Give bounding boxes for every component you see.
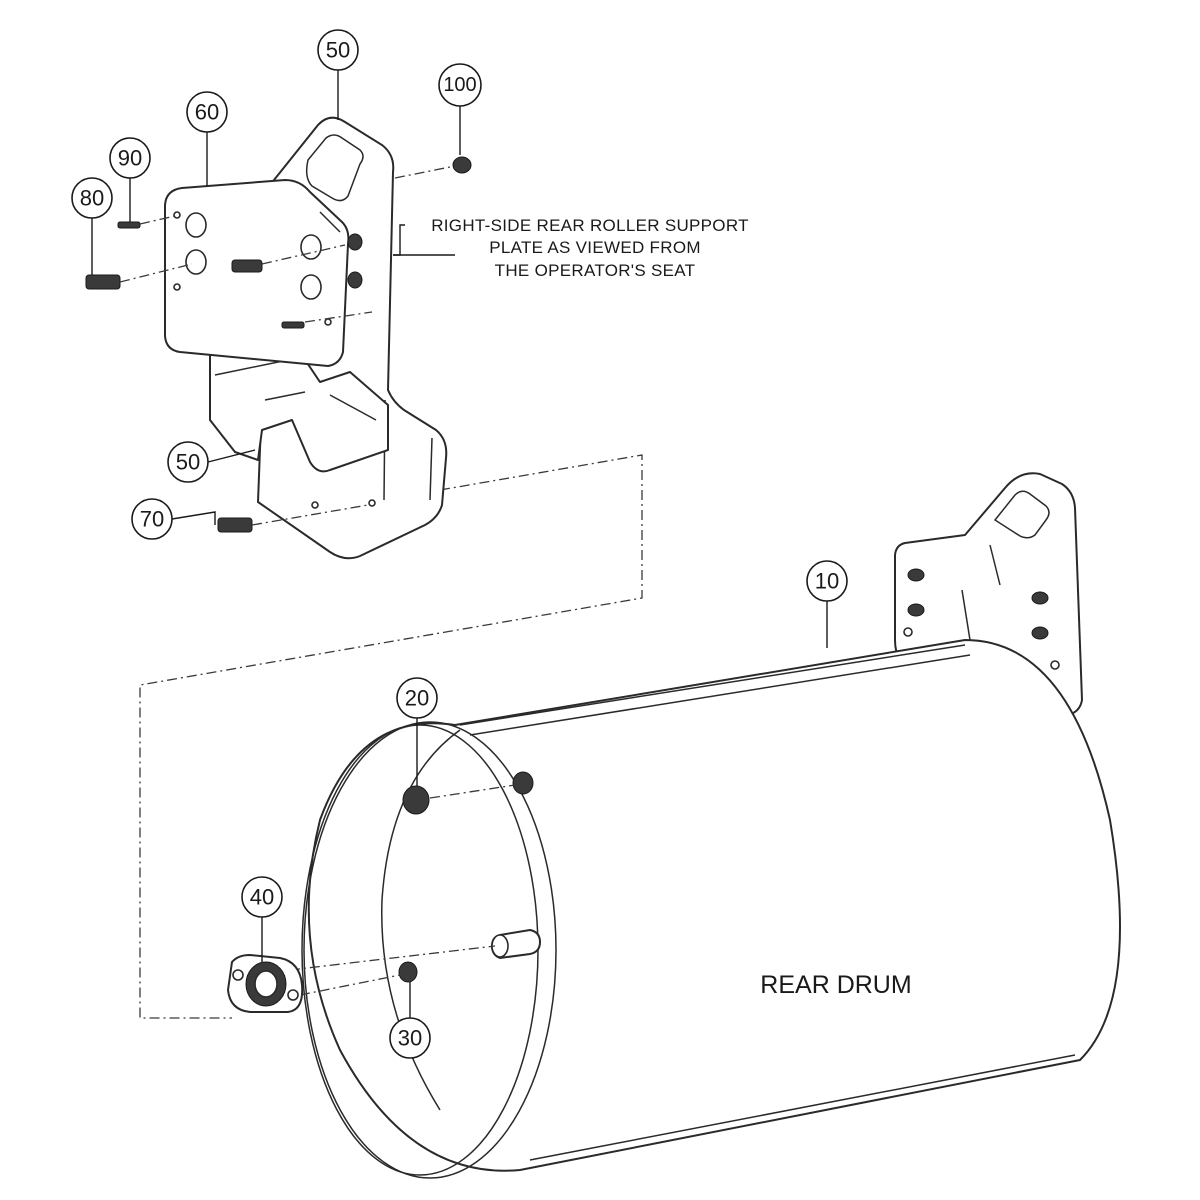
callout-label: 10 — [815, 569, 839, 594]
support-plate-lower — [209, 329, 389, 473]
spacer-plate — [164, 179, 376, 509]
callout-balloon-90: 90 — [109, 137, 151, 179]
callout-balloon-70: 70 — [131, 498, 173, 540]
support-plate-note: RIGHT-SIDE REAR ROLLER SUPPORT PLATE AS … — [431, 216, 749, 280]
callout-balloon-20: 20 — [396, 677, 438, 719]
callout-balloon-60: 60 — [186, 91, 228, 133]
callout-label: 40 — [250, 885, 274, 910]
callout-label: 50 — [326, 38, 350, 63]
callout-leaders — [91, 70, 828, 1018]
callout-label: 50 — [176, 450, 200, 475]
callout-balloon-30: 30 — [389, 1017, 431, 1059]
note-line-2: PLATE AS VIEWED FROM — [489, 238, 701, 257]
rear-drum-label: REAR DRUM — [760, 971, 911, 999]
callout-label: 70 — [140, 507, 164, 532]
callout-balloon-100: 100 — [438, 63, 482, 107]
note-line-3: THE OPERATOR'S SEAT — [495, 261, 696, 280]
callout-label: 90 — [118, 146, 142, 171]
callout-balloon-10: 10 — [806, 560, 848, 602]
callout-label: 30 — [398, 1026, 422, 1051]
callout-label: 100 — [443, 74, 476, 96]
callout-label: 60 — [195, 100, 219, 125]
callout-label: 20 — [405, 686, 429, 711]
callout-label: 80 — [80, 186, 104, 211]
fastener-dash-lines — [119, 165, 456, 526]
callout-balloon-50-lower: 50 — [167, 441, 209, 483]
note-line-1: RIGHT-SIDE REAR ROLLER SUPPORT — [431, 216, 749, 235]
bearing-flange — [227, 954, 304, 1013]
assembly-dash-line — [139, 454, 643, 1019]
rear-drum — [289, 472, 1121, 1179]
callout-balloon-40: 40 — [241, 876, 283, 918]
callout-balloon-50-upper: 50 — [317, 29, 359, 71]
callout-balloon-80: 80 — [71, 177, 113, 219]
plate-hardware — [85, 156, 472, 533]
